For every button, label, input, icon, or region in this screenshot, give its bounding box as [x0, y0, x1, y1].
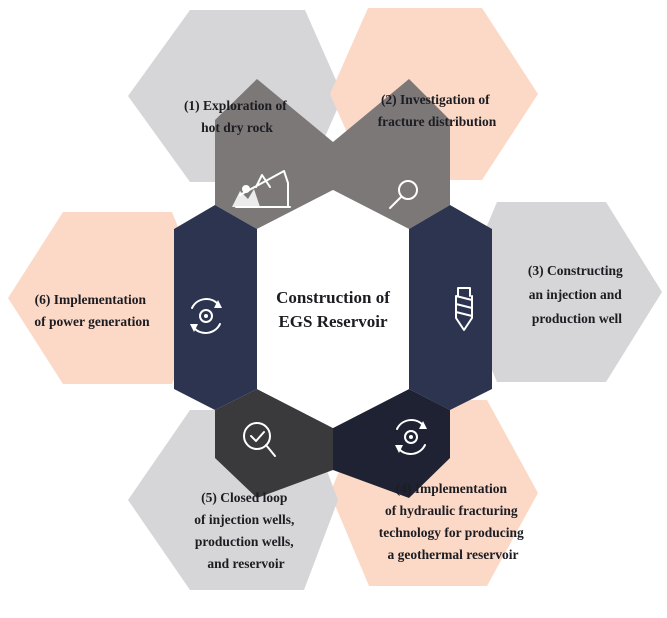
center-title: Construction of EGS Reservoir [276, 288, 390, 331]
center-title-line-1: Construction of [276, 288, 390, 307]
step-3-label: (3) Constructing an injection and produc… [528, 263, 626, 326]
ring-segment-3 [409, 205, 492, 410]
drill-bit-icon [455, 287, 473, 331]
step-6-label: (6) Implementation of power generation [34, 292, 150, 329]
step-6-hexagon [8, 212, 207, 384]
step-2-label: (2) Investigation of fracture distributi… [378, 92, 497, 129]
step-5-label: (5) Closed loop of injection wells, prod… [194, 490, 298, 571]
check-magnifier-icon [243, 422, 276, 457]
central-ring [174, 79, 492, 498]
oil-pump-jack-icon [232, 170, 291, 208]
center-title-line-2: EGS Reservoir [278, 312, 388, 331]
center-hexagon [257, 190, 409, 428]
ring-segment-4 [333, 389, 450, 498]
step-4-label: (4) Implementation of hydraulic fracturi… [379, 481, 527, 562]
ring-segment-5 [215, 389, 333, 498]
ring-segment-2 [333, 79, 450, 229]
gear-cycle-icon [395, 419, 427, 455]
step-1-label: (1) Exploration of hot dry rock [184, 98, 290, 135]
step-3-hexagon [459, 202, 662, 382]
gear-cycle-icon [190, 298, 222, 334]
magnifier-icon [389, 180, 418, 209]
